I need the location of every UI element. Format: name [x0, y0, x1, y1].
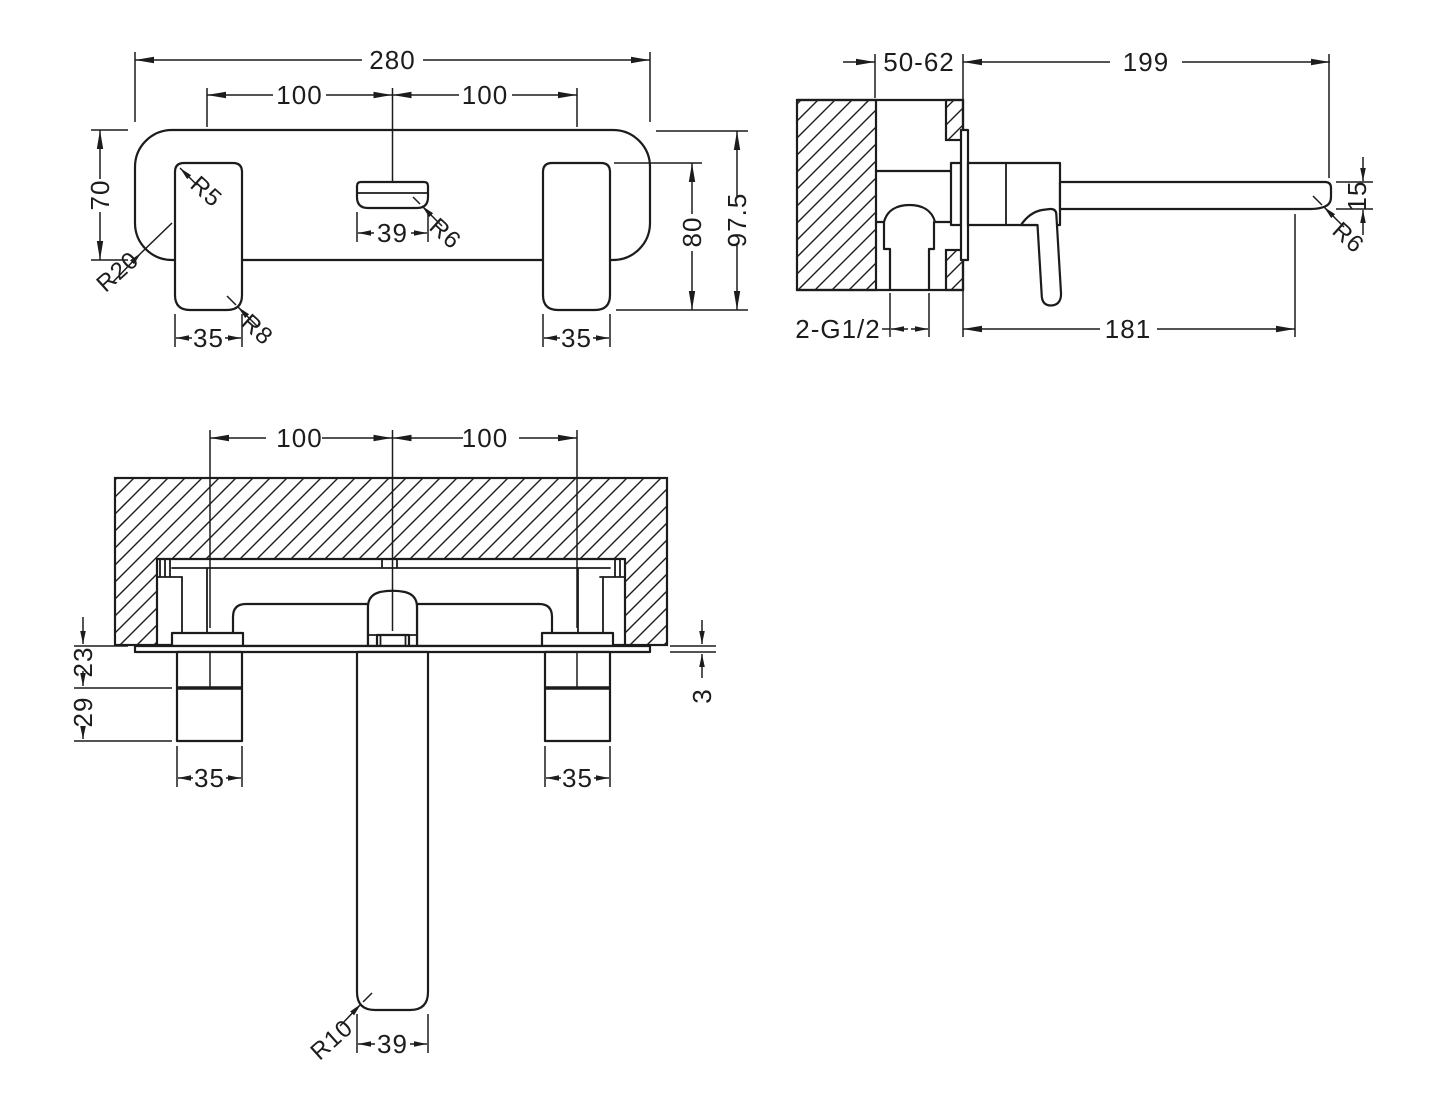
- spout-base-flange-lines: [379, 634, 407, 647]
- right-handle-flange: [540, 631, 615, 648]
- front-view: 280 100 100 70 97.5 80 35: [85, 45, 752, 353]
- left-body-plan: [231, 602, 370, 648]
- dim-depth-rear: 23: [68, 647, 98, 678]
- valve-dome: [874, 203, 953, 224]
- dim-plate-height: 70: [85, 180, 115, 211]
- right-mount-bracket: [599, 558, 626, 578]
- spout-tube: [1058, 180, 1333, 211]
- dim-handle-width-left: 35: [193, 323, 224, 353]
- left-mount-bracket: [156, 558, 183, 578]
- dim-plan-spout-width: 39: [377, 1029, 408, 1059]
- valve-neck: [882, 220, 936, 292]
- spout-base-flange: [375, 633, 411, 648]
- dim-spout-width: 39: [377, 218, 408, 248]
- bottom-geometry: [113, 476, 669, 1012]
- left-handle: [173, 161, 244, 312]
- dim-overall-width: 280: [369, 45, 415, 75]
- bottom-dimensions: 100 100 23 29 3 35 35 39 R: [68, 423, 717, 1066]
- dim-spout-tip-height: 15: [1342, 181, 1372, 212]
- dim-plate-thickness: 3: [687, 688, 717, 703]
- dim-wall-thickness: 50-62: [883, 47, 955, 77]
- escutcheon-backplate: [949, 161, 963, 227]
- dim-plan-handle-width-right: 35: [562, 763, 593, 793]
- right-body-plan: [415, 602, 554, 648]
- spout-plan: [355, 650, 430, 1012]
- side-geometry: [795, 98, 1333, 307]
- dim-handle-height: 80: [677, 217, 707, 248]
- mounting-bar: [171, 558, 611, 569]
- spout-outlet: [355, 180, 430, 210]
- dim-plan-spacing-left: 100: [276, 423, 322, 453]
- bottom-view: 100 100 23 29 3 35 35 39 R: [68, 423, 717, 1066]
- left-valve-column: [181, 567, 208, 634]
- lever-handle: [1019, 207, 1063, 307]
- dim-spout-reach: 199: [1123, 47, 1169, 77]
- dim-handle-width-right: 35: [561, 323, 592, 353]
- wall-section-main: [795, 98, 878, 292]
- dim-plan-handle-width-left: 35: [194, 763, 225, 793]
- dim-overall-height: 97.5: [722, 193, 752, 248]
- front-geometry: [133, 128, 652, 312]
- left-handle-flange: [170, 631, 245, 648]
- dim-spacing-right: 100: [462, 80, 508, 110]
- dim-inlet-thread: 2-G1/2: [795, 314, 881, 344]
- radius-label-r10: R10: [305, 1014, 358, 1066]
- right-handle: [541, 161, 612, 312]
- right-valve-column: [577, 567, 604, 634]
- dim-plan-spacing-right: 100: [462, 423, 508, 453]
- dim-spout-projection: 181: [1105, 314, 1151, 344]
- dim-spacing-left: 100: [276, 80, 322, 110]
- side-view: 50-62 199 15 R6 181 2-G1/2: [795, 47, 1373, 344]
- dim-depth-front: 29: [68, 697, 98, 728]
